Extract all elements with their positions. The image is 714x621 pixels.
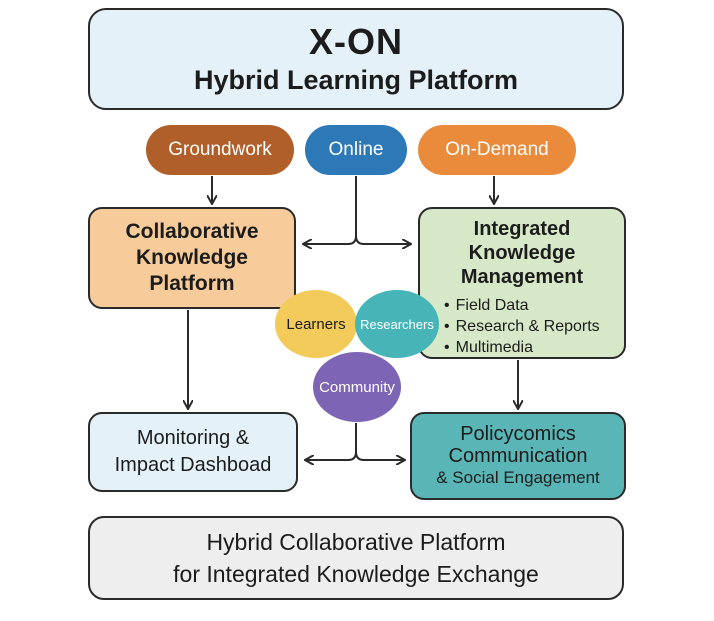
collab-line-1: Collaborative [125,220,259,243]
monitor-line-1: Monitoring & [136,427,250,449]
ikm-item-field-data: Field Data [444,295,600,316]
policycomics-communication-box: Policycomics Communication & Social Enga… [410,412,626,500]
policy-line-3: & Social Engagement [436,468,600,487]
ikm-item-multimedia: Multimedia [444,337,600,358]
circle-learners: Learners [275,290,357,358]
title-box: X-ON Hybrid Learning Platform [88,8,624,110]
collab-line-2: Knowledge [135,246,248,269]
ikm-item-list: Field Data Research & Reports Multimedia [420,295,600,358]
mode-online: Online [305,125,407,175]
mode-groundwork: Groundwork [146,125,294,175]
footer-line-1: Hybrid Collaborative Platform [206,529,506,555]
title-main: X-ON [309,21,403,62]
circle-community: Community [313,352,401,422]
ikm-line-2: Knowledge [468,242,576,264]
connector-community-split-right [355,451,404,460]
integrated-knowledge-management-box: Integrated Knowledge Management Field Da… [418,207,626,359]
ikm-line-1: Integrated [473,218,571,240]
title-subtitle: Hybrid Learning Platform [193,65,519,95]
footer-summary-box: Hybrid Collaborative Platform for Integr… [88,516,624,600]
policy-line-1: Policycomics [460,423,576,445]
ikm-line-3: Management [460,266,584,288]
connector-online-split-right [355,235,410,244]
collaborative-knowledge-platform-box: Collaborative Knowledge Platform [88,207,296,309]
circle-researchers: Researchers [355,290,439,358]
collab-line-3: Platform [149,272,235,295]
monitor-line-2: Impact Dashboad [114,454,272,476]
connector-community-split [306,423,357,460]
connector-online-split [304,176,357,244]
ikm-item-research-reports: Research & Reports [444,316,600,337]
footer-line-2: for Integrated Knowledge Exchange [173,561,539,587]
monitoring-impact-dashboard-box: Monitoring & Impact Dashboad [88,412,298,492]
policy-line-2: Communication [448,445,588,467]
mode-on-demand: On-Demand [418,125,576,175]
